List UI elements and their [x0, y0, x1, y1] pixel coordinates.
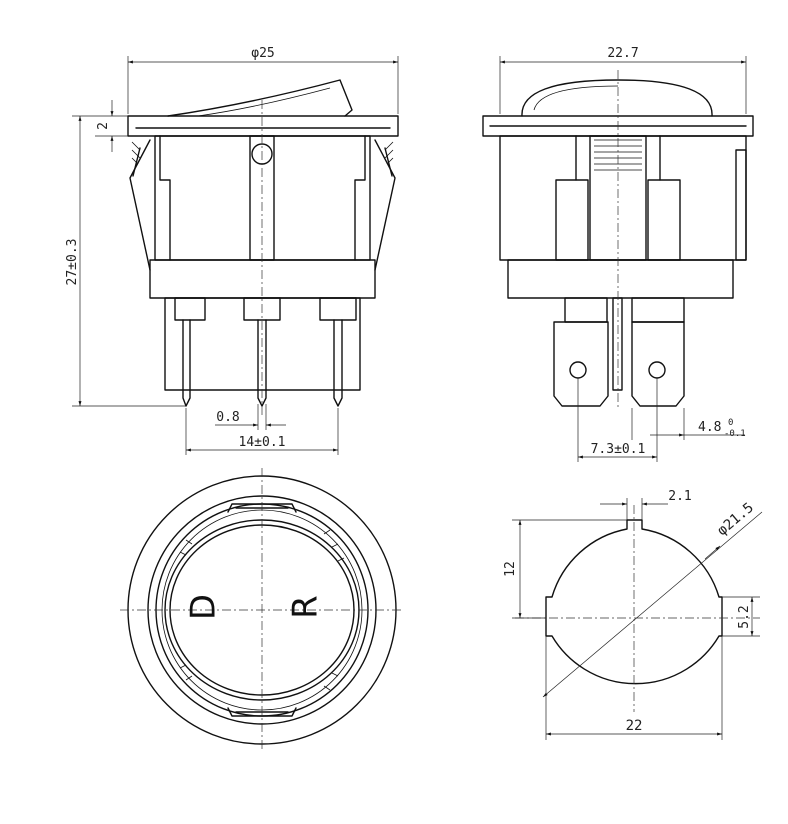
panel-cutout-view: φ21.5 2.1 12 5.2 22 [503, 489, 763, 740]
dim-cutout-flat-height: 5.2 [737, 605, 752, 628]
rocker-label-left: D [184, 594, 224, 620]
side-view-dimensions: 22.7 4.8 0 -0.1 7.3±0.1 [499, 46, 747, 462]
dim-terminal-width-tol-lower: -0.1 [724, 429, 746, 439]
dim-pin-span: 14±0.1 [239, 435, 286, 450]
dim-cutout-diameter: φ21.5 [714, 500, 757, 539]
dim-pin-thickness: 0.8 [216, 410, 239, 425]
front-view-dimensions: φ25 2 27±0.3 0.8 14±0.1 [65, 46, 399, 455]
rocker-label-right: R [286, 595, 326, 619]
dim-cutout-width: 22 [626, 718, 643, 734]
dim-terminal-pitch: 7.3±0.1 [591, 442, 646, 457]
dim-terminal-width: 4.8 [698, 420, 721, 435]
dim-cutout-half-height: 12 [503, 561, 518, 577]
dim-terminal-width-tol-upper: 0 [728, 418, 733, 428]
dim-overall-height: 27±0.3 [65, 239, 80, 286]
dim-front-diameter: φ25 [251, 46, 274, 61]
top-view: D R [120, 468, 404, 752]
front-view [127, 79, 399, 418]
dim-side-width: 22.7 [607, 46, 638, 61]
dim-flange-thickness: 2 [96, 122, 111, 130]
side-view [482, 70, 754, 410]
dim-cutout-key-width: 2.1 [668, 489, 691, 504]
